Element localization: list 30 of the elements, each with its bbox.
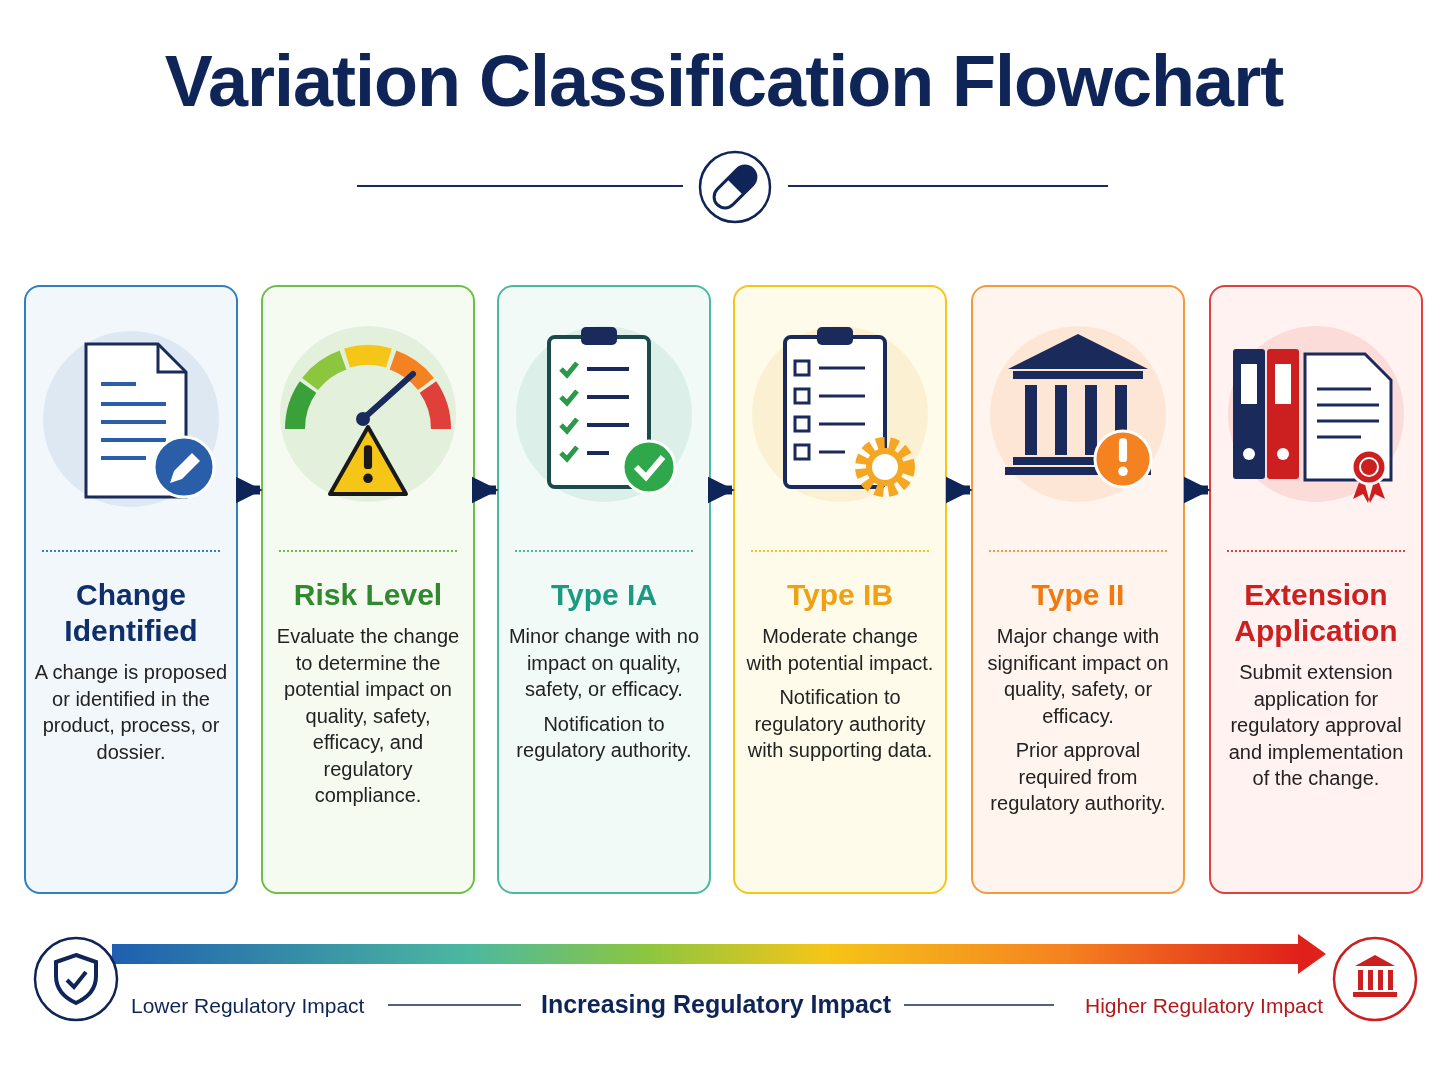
card-description: Notification to regulatory authority with supporting data. (746, 685, 934, 763)
card-heading: Extension Application (1233, 577, 1399, 649)
card-description: Prior approval required from regulatory authority. (989, 738, 1167, 816)
arrow (471, 476, 499, 504)
arrow (707, 476, 735, 504)
card-heading: Type IA (549, 577, 659, 613)
arrow (1183, 476, 1211, 504)
card-description: Moderate change with potential impact. (745, 624, 935, 676)
step-card (261, 285, 475, 894)
card-heading: Risk Level (292, 577, 444, 613)
step-card (733, 285, 947, 894)
scale-label: Higher Regulatory Impact (1085, 994, 1324, 1018)
card-heading: Change Identified (63, 577, 199, 649)
card-description: A change is proposed or identified in the product, process, or dossier. (34, 660, 228, 765)
scale-label: Lower Regulatory Impact (131, 994, 365, 1018)
step-card (971, 285, 1185, 894)
card-description: Submit extension application for regulatory approval and implementation of the change. (1227, 660, 1405, 791)
arrow (945, 476, 973, 504)
title: Variation Classification Flowchart (163, 40, 1285, 122)
card-description: Evaluate the change to determine the potential impact on quality, safety, efficacy, and regulatory compliance. (275, 624, 461, 808)
card-description: Major change with significant impact on quality, safety, or efficacy. (986, 624, 1170, 729)
card-description: Notification to regulatory authority. (515, 711, 693, 763)
step-card (24, 285, 238, 894)
card-heading: Type IB (785, 577, 895, 613)
step-card (497, 285, 711, 894)
step-card (1209, 285, 1423, 894)
card-description: Minor change with no impact on quality, safety, or efficacy. (507, 624, 701, 702)
card-heading: Type II (1030, 577, 1126, 613)
scale-title: Increasing Regulatory Impact (541, 990, 892, 1019)
arrow (235, 476, 263, 504)
